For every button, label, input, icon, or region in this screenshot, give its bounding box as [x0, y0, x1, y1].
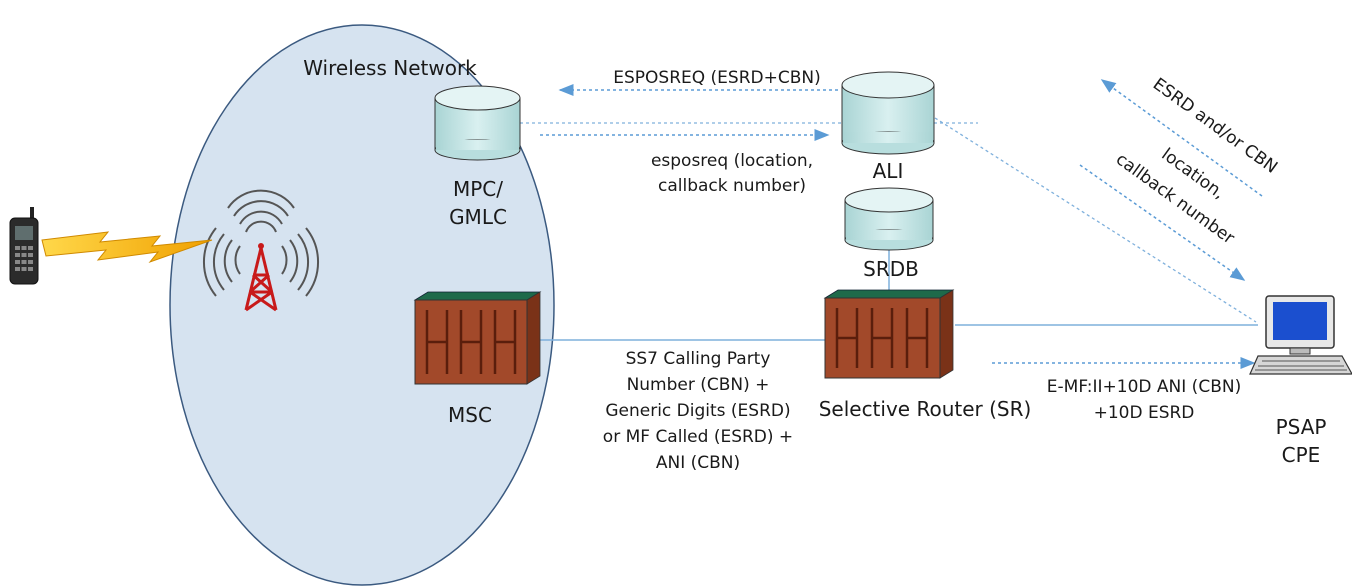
srdb-database — [844, 187, 934, 251]
mpc-label-line1: MPC/ — [453, 177, 503, 201]
psap-computer-icon — [1249, 295, 1352, 375]
ss7-line3: Generic Digits (ESRD) — [605, 401, 790, 421]
msc-switch-icon — [413, 291, 542, 385]
ss7-line4: or MF Called (ESRD) + — [603, 427, 793, 447]
emf-line1: E-MF:II+10D ANI (CBN) — [1047, 377, 1241, 397]
ss7-line2: Number (CBN) + — [627, 375, 770, 395]
ss7-line1: SS7 Calling Party — [626, 349, 771, 369]
mobile-phone-icon — [9, 207, 39, 285]
esposreq-lower-line2: callback number) — [658, 176, 806, 196]
wireless-network-region — [169, 24, 555, 586]
psap-label-line1: PSAP — [1276, 415, 1327, 439]
ss7-line5: ANI (CBN) — [656, 453, 740, 473]
srdb-label: SRDB — [863, 257, 919, 281]
ss7-text-block: SS7 Calling Party Number (CBN) + Generic… — [603, 349, 793, 473]
ali-label: ALI — [873, 159, 904, 183]
esrd-cbn-arrow — [1100, 79, 1263, 197]
mpc-label-line2: GMLC — [449, 205, 507, 229]
selective-router-icon — [823, 289, 955, 379]
mpc-gmlc-database — [434, 85, 521, 161]
selective-router-label: Selective Router (SR) — [819, 397, 1032, 421]
psap-label-line2: CPE — [1282, 443, 1321, 467]
emf-line2: +10D ESRD — [1094, 403, 1195, 423]
wireless-network-title: Wireless Network — [303, 56, 477, 80]
msc-label: MSC — [448, 403, 492, 427]
esposreq-upper-label: ESPOSREQ (ESRD+CBN) — [613, 68, 821, 88]
lightning-bolt-icon — [41, 231, 213, 264]
ali-database — [841, 71, 935, 155]
esposreq-lower-line1: esposreq (location, — [651, 151, 813, 171]
cell-tower-icon — [203, 189, 319, 312]
